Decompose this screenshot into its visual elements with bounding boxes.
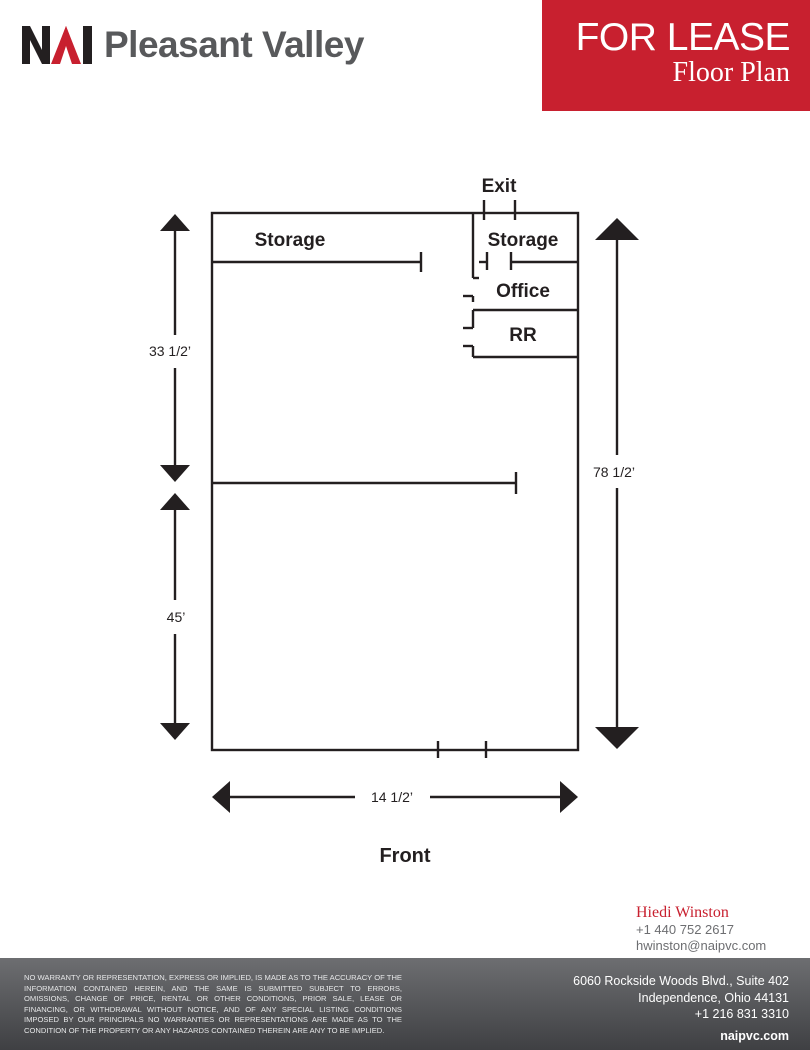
arrow-left-icon (212, 781, 230, 813)
address-line-2: Independence, Ohio 44131 (638, 990, 789, 1005)
agent-name: Hiedi Winston (636, 904, 729, 921)
company-logo: Pleasant Valley (22, 20, 364, 70)
website-link[interactable]: naipvc.com (720, 1028, 789, 1043)
office-phone: +1 216 831 3310 (694, 1007, 789, 1021)
restroom-label: RR (509, 325, 537, 346)
arrow-up-icon (160, 214, 190, 231)
storage-left-label: Storage (255, 230, 326, 251)
arrow-right-icon (560, 781, 578, 813)
footer: No warranty or representation, express o… (0, 958, 810, 1050)
arrow-down-icon (160, 723, 190, 740)
legal-disclaimer: No warranty or representation, express o… (24, 973, 402, 1035)
for-lease-banner: FOR LEASE Floor Plan (542, 0, 810, 111)
arrow-up-icon (160, 493, 190, 510)
agent-email[interactable]: hwinston@naipvc.com (636, 938, 767, 953)
office-label: Office (496, 281, 550, 302)
width-label: 14 1/2’ (371, 789, 413, 805)
address-line-1: 6060 Rockside Woods Blvd., Suite 402 (573, 974, 789, 988)
agent-contact: Hiedi Winston +1 440 752 2617 hwinston@n… (636, 903, 776, 954)
storage-right-label: Storage (488, 230, 559, 251)
office-address: 6060 Rockside Woods Blvd., Suite 402 Ind… (573, 973, 789, 1044)
front-label: Front (379, 845, 430, 867)
floor-plan-diagram: Exit Storage Storage Office RR 33 1/2’ 4… (149, 176, 639, 867)
arrow-down-icon (160, 465, 190, 482)
building-outline (210, 211, 580, 752)
logo-text: Pleasant Valley (104, 24, 364, 65)
lower-depth-label: 45’ (167, 609, 186, 625)
exit-label: Exit (482, 176, 518, 197)
upper-depth-label: 33 1/2’ (149, 343, 191, 359)
total-depth-label: 78 1/2’ (593, 464, 635, 480)
nai-logo-mark-icon (22, 26, 92, 64)
arrow-up-icon (595, 218, 639, 240)
agent-phone: +1 440 752 2617 (636, 922, 734, 937)
arrow-down-icon (595, 727, 639, 749)
banner-title: FOR LEASE (575, 16, 791, 59)
banner-subtitle: Floor Plan (672, 57, 790, 88)
